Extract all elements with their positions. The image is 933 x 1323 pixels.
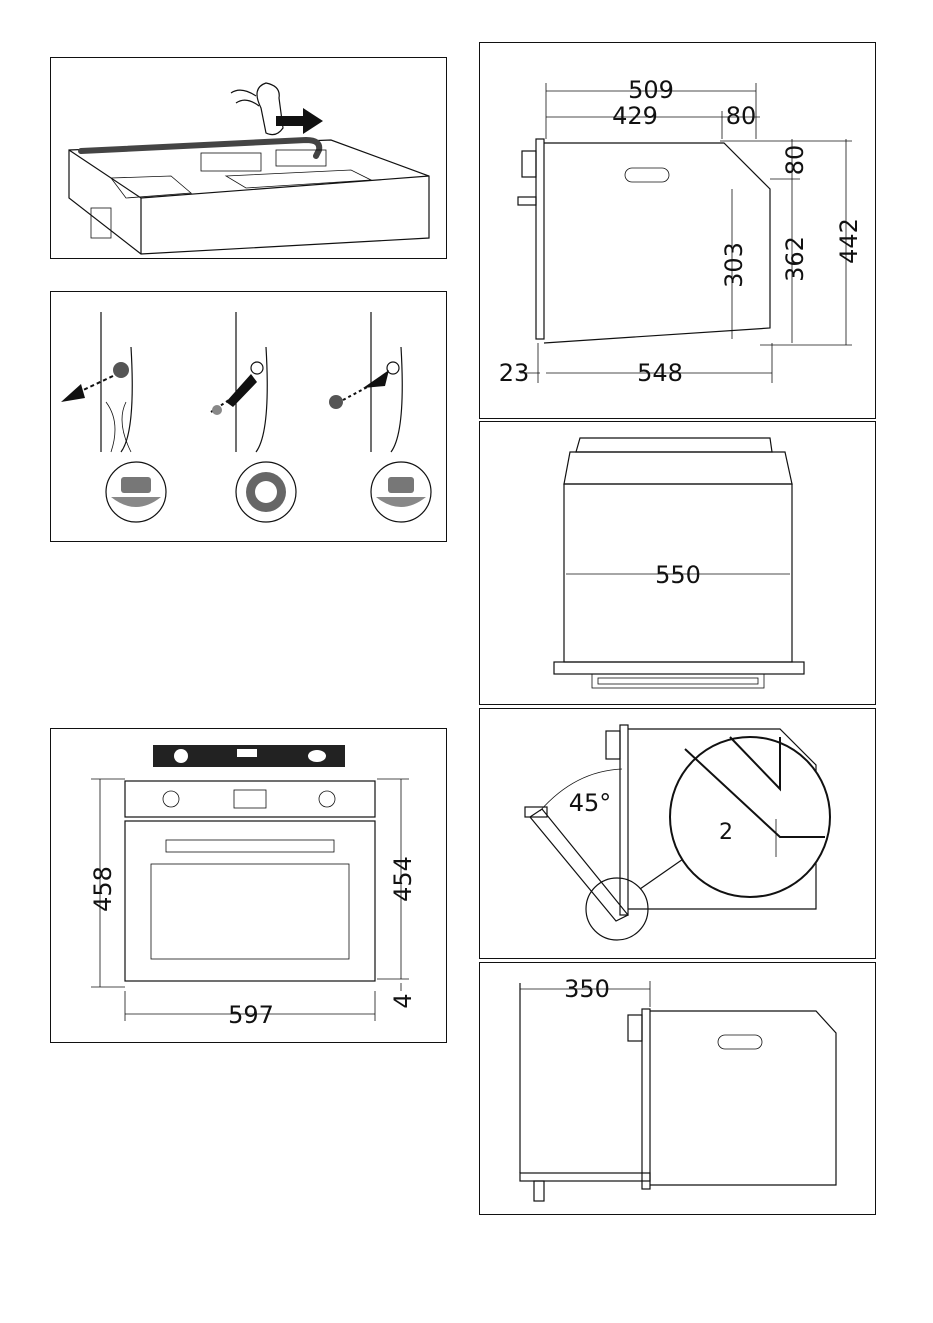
dimension-lines-front [91, 779, 409, 1021]
hinge-step-insert [329, 312, 431, 522]
panel-side-view: 509 429 80 80 303 362 442 23 548 [479, 42, 876, 419]
panel-cover-plugs [50, 291, 447, 542]
dim-442: 442 [835, 218, 863, 264]
dim-458: 458 [89, 866, 117, 912]
panel-top-view: 550 [479, 421, 876, 705]
oven-door-diagram [525, 725, 830, 940]
pointing-hand-icon [231, 83, 283, 135]
dim-80-vertical: 80 [781, 145, 809, 176]
hinge-step-screw [211, 312, 296, 522]
dim-23: 23 [499, 359, 530, 387]
dim-454: 454 [389, 856, 417, 902]
gap-label: 2 [719, 820, 733, 845]
dim-4: 4 [389, 993, 417, 1008]
hinge-step-remove [61, 312, 166, 522]
angle-label: 45° [569, 789, 612, 817]
dim-303: 303 [720, 242, 748, 288]
spirit-level [153, 745, 345, 767]
dim-362: 362 [781, 236, 809, 282]
panel-top-rail [50, 57, 447, 259]
dim-597: 597 [228, 1001, 274, 1029]
oven-top-illustration [69, 140, 429, 254]
dim-509: 509 [628, 76, 674, 104]
oven-clearance-diagram [520, 981, 836, 1201]
dim-429: 429 [612, 102, 658, 130]
panel-front-view: 458 454 597 4 [50, 728, 447, 1043]
panel-door-angle: 45° 2 [479, 708, 876, 959]
dimension-lines-side [520, 83, 852, 383]
dim-80-horizontal: 80 [726, 102, 757, 130]
oven-front [125, 781, 375, 981]
push-arrow-icon [276, 108, 323, 134]
dim-350: 350 [564, 975, 610, 1003]
dim-550: 550 [655, 561, 701, 589]
dim-548: 548 [637, 359, 683, 387]
panel-clearance: 350 [479, 962, 876, 1215]
